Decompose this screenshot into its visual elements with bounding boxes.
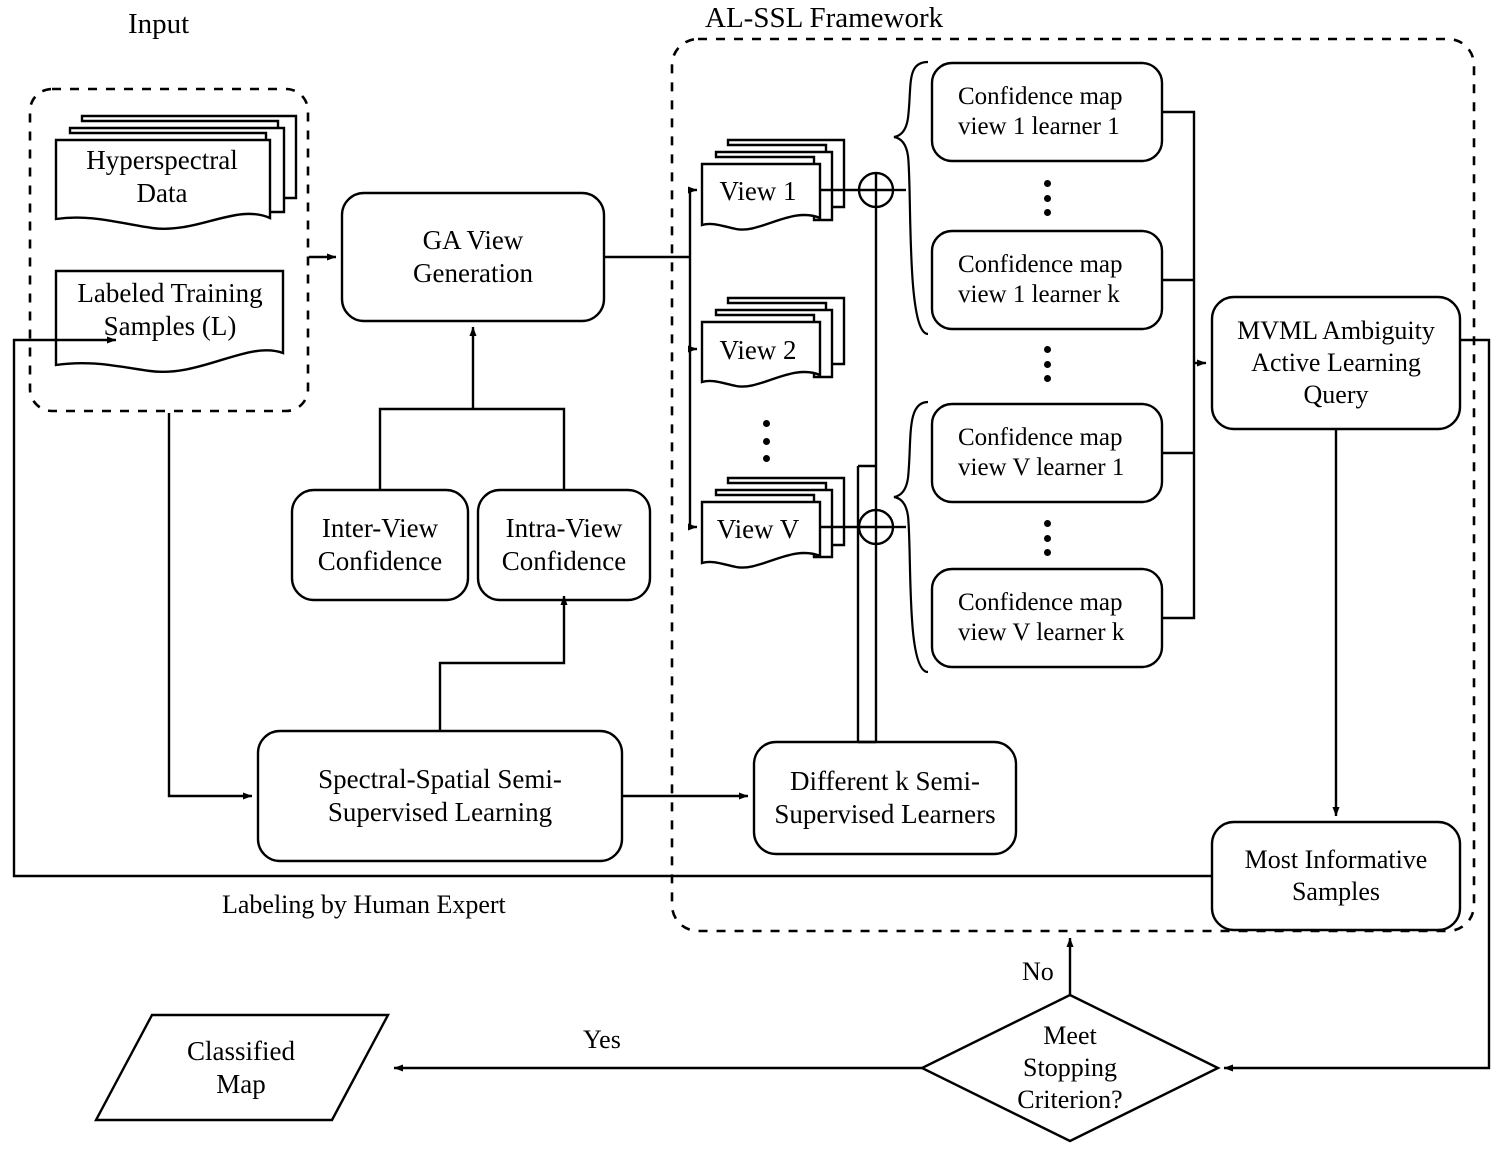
mvml-line-2: Active Learning — [1251, 348, 1421, 378]
hyperspectral-data-label: Hyperspectral Data — [58, 142, 266, 212]
confidence-map-vv-lk-label: Confidence map view V learner k — [936, 569, 1158, 667]
mvml-line-1: MVML Ambiguity — [1237, 316, 1435, 346]
hyperspectral-data-line-2: Data — [136, 178, 188, 208]
edge-cm-vvlk-out — [1162, 363, 1196, 620]
most-informative-line-1: Most Informative — [1244, 845, 1428, 875]
ellipsis-views — [762, 420, 770, 462]
labeled-training-line-1: Labeled Training — [77, 278, 263, 309]
labeled-training-samples-doc — [54, 269, 285, 374]
sum-operator-view-v — [857, 508, 895, 546]
different-k-line-1: Different k Semi- — [790, 766, 980, 797]
classified-map-parallelogram — [94, 1013, 390, 1122]
cm-v1-lk-line-2: view 1 learner k — [958, 281, 1120, 308]
confidence-map-v1-l1-label: Confidence map view 1 learner 1 — [936, 63, 1158, 161]
stopping-criterion-label: Meet Stopping Criterion? — [970, 1010, 1170, 1126]
cm-v1-l1-line-1: Confidence map — [958, 82, 1123, 110]
cm-vv-l1-line-2: view V learner 1 — [958, 454, 1125, 481]
view-1-stack — [700, 138, 846, 231]
edge-most-informative-return — [12, 336, 1212, 878]
inter-view-confidence-label: Inter-View Confidence — [292, 490, 468, 600]
most-informative-line-2: Samples — [1291, 877, 1381, 906]
cm-v1-l1-line-2: view 1 learner 1 — [958, 113, 1120, 140]
view-v-label: View V — [716, 513, 800, 544]
edge-cm-v1l1-out — [1162, 110, 1196, 363]
view-v-stack — [700, 476, 846, 569]
view-1-label: View 1 — [719, 175, 797, 206]
edge-ssl-to-intra-view — [438, 595, 568, 731]
cm-vv-l1-line-1: Confidence map — [958, 423, 1123, 451]
mvml-query-label: MVML Ambiguity Active Learning Query — [1212, 297, 1460, 429]
no-edge-label: No — [1022, 957, 1054, 986]
ellipsis-confidence-view-v — [1043, 520, 1051, 556]
input-group-frame — [28, 87, 310, 413]
yes-edge-label: Yes — [583, 1025, 621, 1054]
intra-view-line-1: Intra-View — [505, 513, 623, 544]
ellipsis-between-view-groups — [1043, 346, 1051, 382]
classified-map-label: Classified Map — [136, 1022, 346, 1114]
ellipsis-confidence-view-1 — [1043, 180, 1051, 216]
cm-v1-lk-line-1: Confidence map — [958, 250, 1123, 278]
stopping-line-3: Criterion? — [1017, 1084, 1123, 1114]
stopping-criterion-diamond — [919, 993, 1221, 1143]
edge-mvml-right-loop — [1223, 338, 1491, 1072]
input-group-title: Input — [128, 8, 190, 40]
cm-vv-lk-line-2: view V learner k — [958, 619, 1125, 646]
inter-view-line-2: Confidence — [317, 546, 443, 576]
intra-view-line-2: Confidence — [501, 546, 627, 576]
framework-group-frame — [670, 37, 1476, 933]
mvml-line-3: Query — [1303, 379, 1369, 409]
inter-view-line-1: Inter-View — [321, 513, 439, 544]
brace-view-v-group — [893, 400, 929, 674]
framework-group-title: AL-SSL Framework — [705, 2, 944, 34]
view-2-label: View 2 — [719, 334, 797, 365]
spectral-spatial-ssl-label: Spectral-Spatial Semi- Supervised Learni… — [258, 731, 622, 861]
brace-view-1-group — [893, 60, 929, 336]
edge-confidence-bus — [378, 407, 566, 490]
hyperspectral-data-line-1: Hyperspectral — [86, 145, 238, 176]
different-k-line-2: Supervised Learners — [774, 799, 996, 829]
edge-labeled-to-ssl — [167, 413, 253, 800]
labeling-by-human-expert-label: Labeling by Human Expert — [222, 890, 506, 919]
stopping-line-1: Meet — [1043, 1021, 1097, 1051]
different-k-learners-label: Different k Semi- Supervised Learners — [754, 742, 1016, 854]
confidence-map-vv-l1-label: Confidence map view V learner 1 — [936, 404, 1158, 502]
labeled-training-samples-label: Labeled Training Samples (L) — [58, 275, 282, 345]
confidence-map-v1-lk-label: Confidence map view 1 learner k — [936, 231, 1158, 329]
sum-operator-view-1 — [857, 171, 895, 209]
classified-map-line-1: Classified — [187, 1036, 295, 1067]
intra-view-confidence-label: Intra-View Confidence — [478, 490, 650, 600]
different-k-learners-box — [752, 740, 1018, 856]
hyperspectral-data-stack — [54, 114, 298, 230]
ga-view-generation-line-2: Generation — [413, 258, 533, 288]
most-informative-samples-label: Most Informative Samples — [1212, 822, 1460, 930]
cm-vv-lk-line-1: Confidence map — [958, 588, 1123, 616]
classified-map-line-2: Map — [216, 1069, 266, 1099]
stopping-line-2: Stopping — [1023, 1053, 1117, 1083]
ga-view-generation-label: GA View Generation — [342, 193, 604, 321]
labeled-training-line-2: Samples (L) — [103, 311, 237, 341]
ga-view-generation-line-1: GA View — [422, 225, 524, 256]
spectral-spatial-line-2: Supervised Learning — [327, 797, 553, 827]
view-2-stack — [700, 296, 846, 388]
spectral-spatial-line-1: Spectral-Spatial Semi- — [318, 764, 562, 795]
